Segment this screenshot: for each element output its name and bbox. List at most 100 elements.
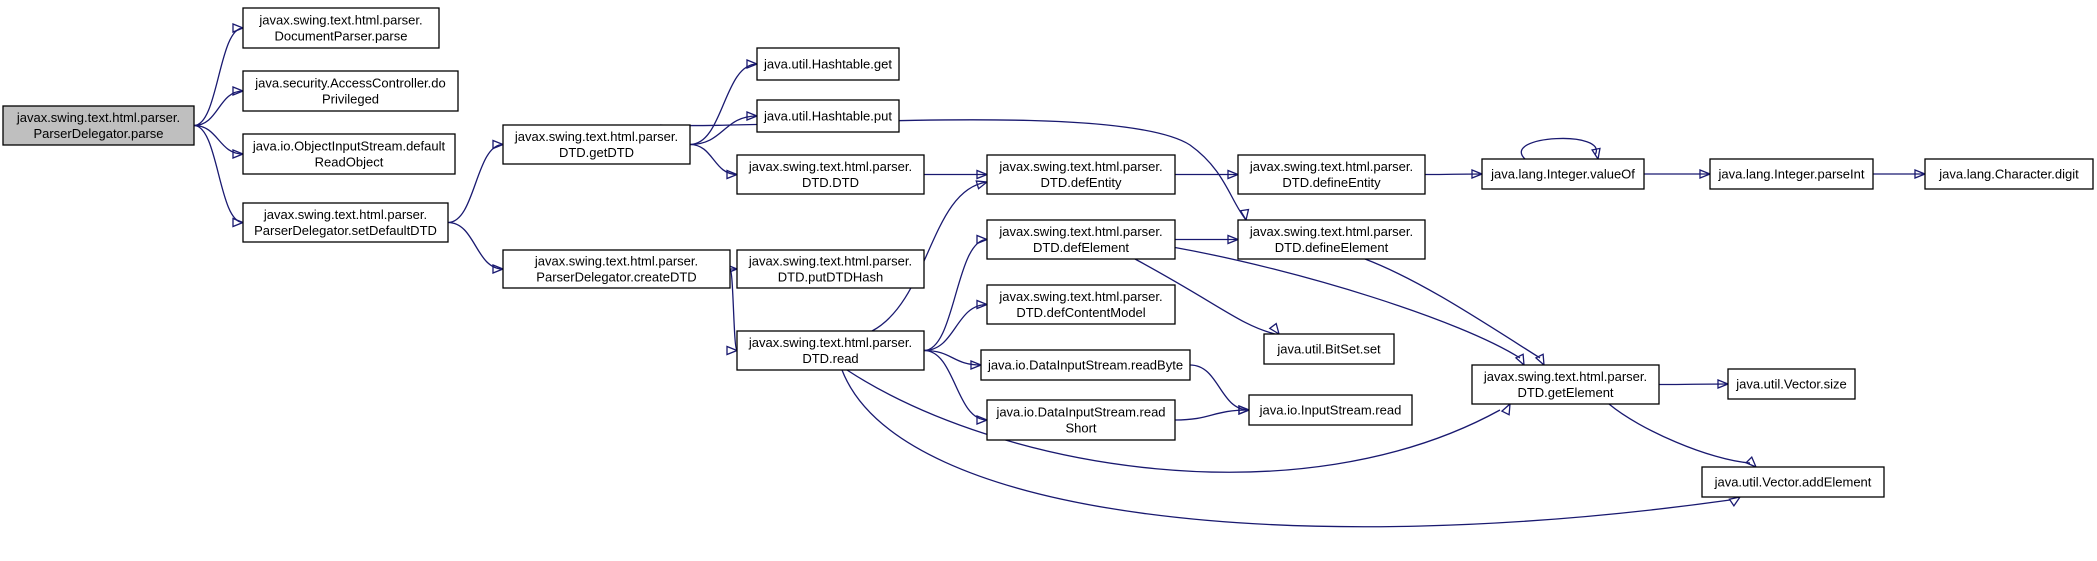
node-label-line: javax.swing.text.html.parser. bbox=[1249, 224, 1413, 239]
edge-arrowhead bbox=[492, 139, 505, 150]
node-box bbox=[756, 47, 900, 81]
graph-node-doPriv[interactable]: java.security.AccessController.doPrivile… bbox=[242, 70, 459, 112]
node-box bbox=[242, 70, 459, 112]
edge-arrowhead bbox=[1514, 353, 1525, 367]
node-box bbox=[1248, 394, 1413, 426]
graph-node-defElement[interactable]: javax.swing.text.html.parser.DTD.defElem… bbox=[986, 219, 1176, 260]
edge-arrowhead bbox=[726, 345, 739, 356]
node-box bbox=[986, 154, 1176, 195]
node-label-line: DTD.DTD bbox=[802, 175, 859, 190]
edge-arrowhead bbox=[1591, 147, 1601, 161]
node-box bbox=[986, 219, 1176, 260]
edge-arrowhead bbox=[492, 264, 505, 274]
edge-line bbox=[1658, 383, 1729, 386]
call-edge bbox=[689, 143, 739, 180]
node-box bbox=[736, 154, 925, 195]
node-label-line: DTD.defineEntity bbox=[1282, 175, 1381, 190]
call-edge bbox=[1644, 169, 1712, 179]
graph-node-getDTD[interactable]: javax.swing.text.html.parser.DTD.getDTD bbox=[502, 124, 691, 165]
node-box bbox=[502, 249, 731, 289]
node-label-line: DTD.putDTDHash bbox=[778, 270, 883, 285]
node-label-line: javax.swing.text.html.parser. bbox=[263, 207, 427, 222]
graph-node-vSize[interactable]: java.util.Vector.size bbox=[1727, 368, 1856, 400]
edge-line bbox=[923, 349, 988, 421]
graph-node-digit[interactable]: java.lang.Character.digit bbox=[1924, 158, 2094, 190]
node-label-line: java.security.AccessController.do bbox=[254, 76, 446, 91]
graph-node-valueOf[interactable]: java.lang.Integer.valueOf bbox=[1481, 158, 1645, 190]
call-edge bbox=[841, 369, 1742, 528]
graph-node-defineElement[interactable]: javax.swing.text.html.parser.DTD.defineE… bbox=[1237, 219, 1426, 260]
edge-arrowhead bbox=[1914, 169, 1927, 179]
node-label-line: java.util.Hashtable.put bbox=[763, 109, 892, 124]
call-edge bbox=[447, 139, 505, 224]
edge-line bbox=[193, 124, 244, 224]
graph-node-htGet[interactable]: java.util.Hashtable.get bbox=[756, 47, 900, 81]
call-edge bbox=[193, 124, 245, 159]
graph-node-putHash[interactable]: javax.swing.text.html.parser.DTD.putDTDH… bbox=[736, 249, 925, 289]
node-box bbox=[242, 202, 449, 243]
call-edge bbox=[193, 23, 245, 127]
node-label-line: javax.swing.text.html.parser. bbox=[1483, 369, 1647, 384]
node-label-line: ParserDelegator.parse bbox=[33, 126, 163, 141]
node-label-line: Privileged bbox=[322, 92, 379, 107]
graph-node-readByte[interactable]: java.io.DataInputStream.readByte bbox=[980, 349, 1191, 381]
node-label-line: java.util.Hashtable.get bbox=[763, 57, 892, 72]
call-edge bbox=[1174, 246, 1525, 367]
call-edge bbox=[1364, 258, 1545, 367]
graph-node-root[interactable]: javax.swing.text.html.parser.ParserDeleg… bbox=[2, 105, 195, 146]
edge-arrowhead bbox=[726, 169, 739, 180]
graph-node-getElement[interactable]: javax.swing.text.html.parser.DTD.getElem… bbox=[1471, 364, 1660, 405]
graph-node-defEntity[interactable]: javax.swing.text.html.parser.DTD.defEnti… bbox=[986, 154, 1176, 195]
call-edge bbox=[1873, 169, 1927, 179]
call-edge bbox=[846, 369, 1511, 473]
edge-arrowhead bbox=[232, 86, 245, 96]
graph-node-setDTD[interactable]: javax.swing.text.html.parser.ParserDeleg… bbox=[242, 202, 449, 243]
graph-node-createDTD[interactable]: javax.swing.text.html.parser.ParserDeleg… bbox=[502, 249, 731, 289]
edge-arrowhead bbox=[232, 217, 245, 228]
edge-arrowhead bbox=[1744, 455, 1758, 469]
edge-line bbox=[846, 369, 1501, 473]
edge-arrowhead bbox=[232, 23, 245, 33]
node-label-line: java.lang.Integer.valueOf bbox=[1490, 167, 1635, 182]
edge-arrowhead bbox=[1534, 353, 1545, 367]
node-box bbox=[1924, 158, 2094, 190]
node-box bbox=[986, 284, 1176, 325]
node-box bbox=[736, 249, 925, 289]
graph-node-bitSet[interactable]: java.util.BitSet.set bbox=[1263, 333, 1395, 365]
graph-node-vAdd[interactable]: java.util.Vector.addElement bbox=[1701, 466, 1885, 498]
node-box bbox=[986, 399, 1176, 441]
node-label-line: java.io.DataInputStream.read bbox=[995, 405, 1165, 420]
node-box bbox=[1471, 364, 1660, 405]
edge-arrowhead bbox=[1268, 322, 1281, 336]
edge-line bbox=[871, 181, 988, 332]
graph-node-defContent[interactable]: javax.swing.text.html.parser.DTD.defCont… bbox=[986, 284, 1176, 325]
call-edge bbox=[193, 124, 245, 228]
call-edge bbox=[1134, 258, 1281, 336]
graph-node-dtdRead[interactable]: javax.swing.text.html.parser.DTD.read bbox=[736, 330, 925, 371]
node-label-line: javax.swing.text.html.parser. bbox=[258, 13, 422, 28]
call-edge bbox=[923, 349, 989, 425]
node-label-line: DTD.getElement bbox=[1517, 385, 1613, 400]
graph-node-htPut[interactable]: java.util.Hashtable.put bbox=[756, 99, 900, 133]
graph-node-defRead[interactable]: java.io.ObjectInputStream.defaultReadObj… bbox=[242, 133, 456, 175]
graph-node-isRead[interactable]: java.io.InputStream.read bbox=[1248, 394, 1413, 426]
node-label-line: java.lang.Character.digit bbox=[1938, 167, 2079, 182]
graph-node-dtdDTD[interactable]: javax.swing.text.html.parser.DTD.DTD bbox=[736, 154, 925, 195]
graph-node-parseInt[interactable]: java.lang.Integer.parseInt bbox=[1709, 158, 1874, 190]
node-label-line: DTD.getDTD bbox=[559, 145, 634, 160]
edge-line bbox=[689, 115, 758, 146]
edge-arrowhead bbox=[976, 169, 989, 180]
edge-line bbox=[1189, 364, 1250, 411]
node-box bbox=[1701, 466, 1885, 498]
node-label-line: DocumentParser.parse bbox=[275, 29, 408, 44]
call-edge bbox=[1175, 169, 1240, 180]
node-label-line: ReadObject bbox=[315, 155, 384, 170]
node-label-line: DTD.defContentModel bbox=[1016, 305, 1145, 320]
graph-node-docparse[interactable]: javax.swing.text.html.parser.DocumentPar… bbox=[242, 7, 440, 49]
graph-node-defineEntity[interactable]: javax.swing.text.html.parser.DTD.defineE… bbox=[1237, 154, 1426, 195]
node-box bbox=[1237, 219, 1426, 260]
edge-arrowhead bbox=[1471, 169, 1484, 179]
node-label-line: ParserDelegator.setDefaultDTD bbox=[254, 223, 437, 238]
node-label-line: javax.swing.text.html.parser. bbox=[1249, 159, 1413, 174]
